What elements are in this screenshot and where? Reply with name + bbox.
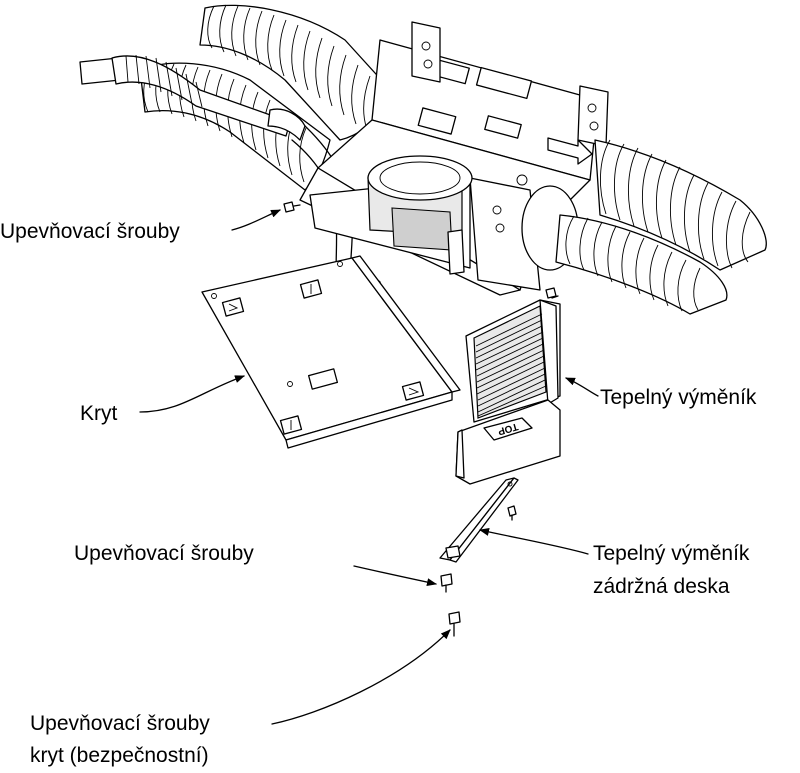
callout-leaders	[139, 209, 599, 725]
label-mount-screws-bottom-line2: kryt (bezpečnostní)	[30, 744, 209, 767]
label-heat-exchanger: Tepelný výměník	[600, 386, 757, 409]
label-mount-screws-top: Upevňovací šrouby	[0, 220, 180, 243]
label-mount-screws-mid: Upevňovací šrouby	[74, 542, 254, 565]
mounting-screw-top-right	[545, 287, 557, 299]
label-retainer-line1: Tepelný výměník	[593, 542, 750, 565]
safety-screw-bottom	[448, 611, 461, 637]
retainer-screw	[507, 505, 517, 521]
exchanger-top-marking: TOP	[496, 420, 519, 436]
mounting-screw-top	[283, 201, 301, 213]
heat-exchanger: TOP	[455, 299, 561, 485]
label-mount-screws-bottom-line1: Upevňovací šrouby	[30, 712, 210, 735]
cover-arrow-marks	[221, 279, 425, 435]
label-cover: Kryt	[80, 402, 118, 425]
flexible-duct-left-upper	[199, 4, 396, 141]
ventilation-unit-body	[299, 21, 609, 299]
flexible-duct-right	[555, 139, 767, 315]
mounting-screw-mid	[440, 573, 453, 593]
cover-plate	[201, 255, 461, 449]
retainer-plate	[439, 477, 519, 563]
label-retainer-line2: zádržná deska	[593, 575, 730, 598]
